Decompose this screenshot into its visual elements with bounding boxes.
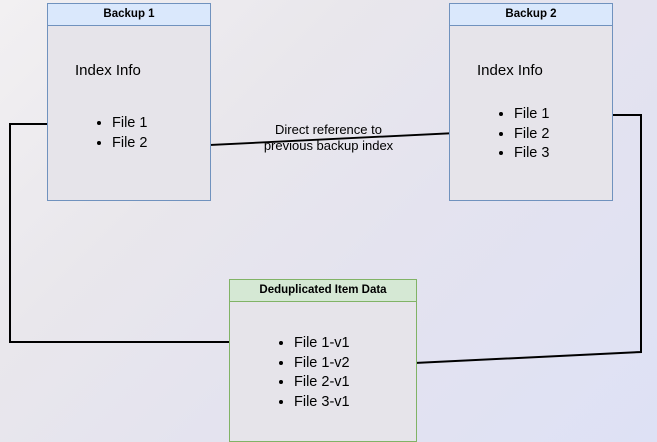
list-item: File 1-v2 xyxy=(294,354,350,374)
list-item: File 3-v1 xyxy=(294,393,350,413)
backup-1-index-info-label: Index Info xyxy=(75,62,141,79)
edge-label-line-2: previous backup index xyxy=(263,138,394,153)
node-backup-2[interactable]: Backup 2 Index Info File 1 File 2 File 3 xyxy=(449,3,613,201)
node-deduplicated-item-data-body: File 1-v1 File 1-v2 File 2-v1 File 3-v1 xyxy=(230,302,416,441)
dedup-file-list: File 1-v1 File 1-v2 File 2-v1 File 3-v1 xyxy=(276,334,350,412)
list-item: File 1 xyxy=(514,105,549,125)
node-backup-1-body: Index Info File 1 File 2 xyxy=(48,26,210,200)
backup-1-file-list: File 1 File 2 xyxy=(94,114,147,153)
backup-2-index-info-label: Index Info xyxy=(477,62,543,79)
list-item: File 2 xyxy=(514,125,549,145)
list-item: File 1-v1 xyxy=(294,334,350,354)
node-deduplicated-item-data[interactable]: Deduplicated Item Data File 1-v1 File 1-… xyxy=(229,279,417,442)
node-deduplicated-item-data-title: Deduplicated Item Data xyxy=(230,280,416,302)
edge-backup2-to-backup1-index xyxy=(166,130,498,154)
node-backup-1[interactable]: Backup 1 Index Info File 1 File 2 xyxy=(47,3,211,201)
node-backup-1-title: Backup 1 xyxy=(48,4,210,26)
list-item: File 2-v1 xyxy=(294,373,350,393)
list-item: File 1 xyxy=(112,114,147,134)
backup-2-file-list: File 1 File 2 File 3 xyxy=(496,105,549,164)
list-item: File 2 xyxy=(112,134,147,154)
node-backup-2-title: Backup 2 xyxy=(450,4,612,26)
edge-label-direct-reference: Direct reference to previous backup inde… xyxy=(245,122,412,154)
edge-label-line-1: Direct reference to xyxy=(275,122,382,137)
node-backup-2-body: Index Info File 1 File 2 File 3 xyxy=(450,26,612,200)
list-item: File 3 xyxy=(514,144,549,164)
